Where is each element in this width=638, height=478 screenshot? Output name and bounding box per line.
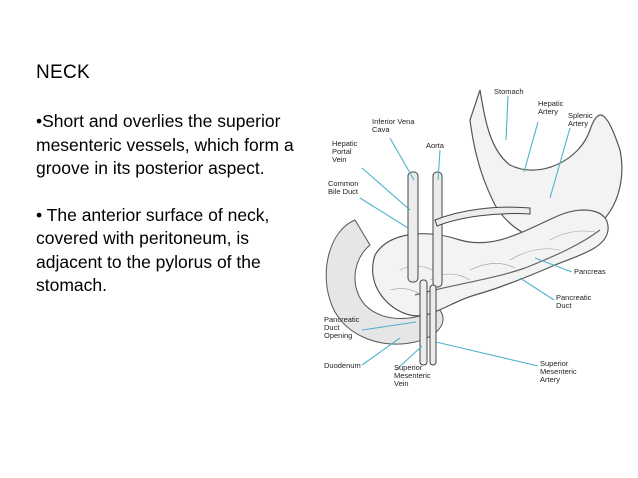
label-superior-mesenteric-vein-line2: Mesenteric	[394, 371, 431, 380]
label-pancreatic-duct-opening-line3: Opening	[324, 331, 352, 340]
splenic-artery-illustration	[434, 206, 531, 227]
leader-pancreatic-duct	[519, 277, 555, 301]
leader-superior-mesenteric-vein	[395, 345, 423, 371]
label-common-bile-duct-line2: Bile Duct	[328, 187, 359, 196]
label-hepatic-artery-line1: Hepatic	[538, 99, 564, 108]
label-stomach: Stomach	[494, 87, 524, 96]
label-inferior-vena-cava-line2: Cava	[372, 125, 390, 134]
slide-title: NECK	[36, 62, 90, 83]
leader-hepatic-portal-vein	[361, 167, 411, 211]
bullet-paragraph-1: •Short and overlies the superior mesente…	[36, 111, 294, 178]
leader-pancreatic-duct-opening	[361, 321, 417, 331]
leader-pancreas	[534, 257, 573, 273]
label-inferior-vena-cava-line1: Inferior Vena	[372, 117, 415, 126]
pancreatic-duct-illustration	[414, 229, 601, 296]
label-superior-mesenteric-artery-line2: Mesenteric	[540, 367, 577, 376]
label-superior-mesenteric-artery-line1: Superior	[540, 359, 569, 368]
leader-hepatic-artery	[523, 121, 539, 173]
label-superior-mesenteric-vein-line1: Superior	[394, 363, 423, 372]
leader-inferior-vena-cava	[389, 137, 415, 181]
label-pancreatic-duct-opening-line2: Duct	[324, 323, 340, 332]
superior-mesenteric-vein-illustration	[419, 279, 428, 366]
superior-mesenteric-artery-illustration	[429, 284, 437, 366]
leader-aorta	[437, 149, 441, 181]
label-hepatic-portal-vein-line3: Vein	[332, 155, 347, 164]
label-pancreatic-duct-opening-line1: Pancreatic	[324, 315, 360, 324]
duodenum-illustration	[325, 219, 444, 345]
label-pancreatic-duct-line1: Pancreatic	[556, 293, 592, 302]
label-aorta: Aorta	[426, 141, 445, 150]
leader-superior-mesenteric-artery	[435, 341, 539, 367]
aorta-illustration	[432, 171, 443, 288]
label-splenic-artery-line2: Artery	[568, 119, 588, 128]
leader-stomach	[505, 95, 509, 141]
label-hepatic-portal-vein-line2: Portal	[332, 147, 352, 156]
label-common-bile-duct-line1: Common	[328, 179, 358, 188]
pancreas-diagram: Stomach Hepatic Artery Splenic Artery In…	[324, 87, 623, 388]
label-pancreas: Pancreas	[574, 267, 606, 276]
stomach-illustration	[469, 89, 623, 243]
bullet-paragraph-2: • The anterior surface of neck, covered …	[36, 204, 270, 296]
label-hepatic-artery-line2: Artery	[538, 107, 558, 116]
label-superior-mesenteric-artery-line3: Artery	[540, 375, 560, 384]
leader-duodenum	[361, 337, 401, 366]
label-duodenum: Duodenum	[324, 361, 361, 370]
leader-splenic-artery	[549, 127, 571, 199]
label-splenic-artery-line1: Splenic	[568, 111, 593, 120]
slide-body: •Short and overlies the superior mesente…	[36, 110, 304, 298]
pancreas-anatomy-figure: Stomach Hepatic Artery Splenic Artery In…	[310, 80, 628, 400]
inferior-vena-cava-illustration	[407, 171, 419, 283]
label-pancreatic-duct-line2: Duct	[556, 301, 572, 310]
leader-common-bile-duct	[359, 197, 409, 229]
label-superior-mesenteric-vein-line3: Vein	[394, 379, 409, 388]
pancreas-texture	[389, 230, 596, 299]
label-hepatic-portal-vein-line1: Hepatic	[332, 139, 358, 148]
